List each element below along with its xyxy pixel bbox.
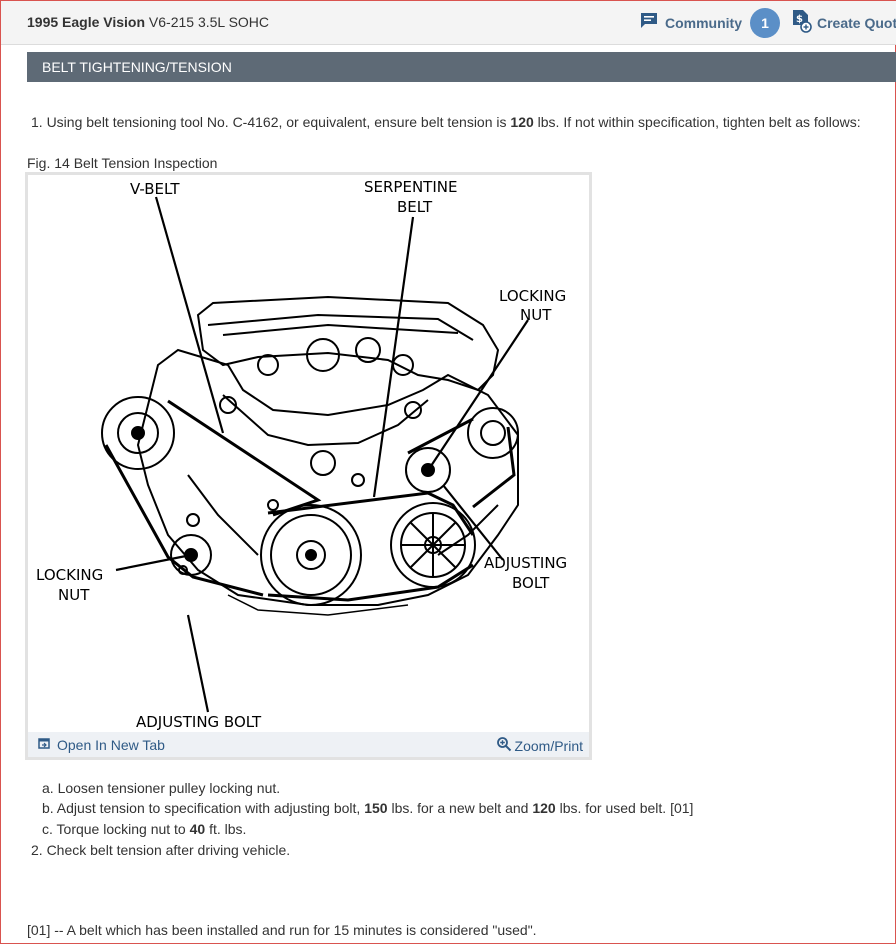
figure-caption: Fig. 14 Belt Tension Inspection [27,155,218,171]
figure-container: V-BELT SERPENTINE BELT LOCKING NUT ADJUS… [25,172,592,760]
substep-c: c. Torque locking nut to 40 ft. lbs. [42,821,247,837]
label-serpentine-1: SERPENTINE [364,178,457,196]
open-new-tab-link[interactable]: Open In New Tab [38,737,165,753]
new-tab-icon [38,737,57,753]
svg-text:$: $ [796,14,803,25]
label-adjusting-bolt-right-1: ADJUSTING [484,554,567,572]
vehicle-title: 1995 Eagle Vision V6-215 3.5L SOHC [27,14,270,30]
label-locking-nut-right-2: NUT [520,306,552,324]
create-quote-label: Create Quote [817,15,896,31]
substep-b: b. Adjust tension to specification with … [42,800,694,816]
label-locking-nut-left-1: LOCKING [36,566,103,584]
top-bar: 1995 Eagle Vision V6-215 3.5L SOHC Commu… [1,1,896,45]
label-locking-nut-right-1: LOCKING [499,287,566,305]
figure-toolbar: Open In New Tab Zoom/Print [28,732,589,757]
zoom-print-link[interactable]: Zoom/Print [496,736,583,755]
belt-diagram-image[interactable]: V-BELT SERPENTINE BELT LOCKING NUT ADJUS… [28,175,589,732]
dollar-document-icon: $ [791,9,813,38]
open-new-tab-label: Open In New Tab [57,737,165,753]
community-count-badge: 1 [750,8,780,38]
label-v-belt: V-BELT [130,180,180,198]
step-2-text: 2. Check belt tension after driving vehi… [31,842,291,858]
section-header: BELT TIGHTENING/TENSION [27,52,896,82]
community-button[interactable]: Community 1 [639,8,780,38]
label-adjusting-bolt-right-2: BOLT [512,574,550,592]
zoom-print-label: Zoom/Print [514,737,583,754]
create-quote-button[interactable]: $ Create Quote [791,9,896,37]
footnote: [01] -- A belt which has been installed … [27,922,537,938]
step-1-text: 1. Using belt tensioning tool No. C-4162… [31,114,861,130]
substep-a: a. Loosen tensioner pulley locking nut. [42,780,281,796]
chat-bubble-icon [639,12,659,35]
label-locking-nut-left-2: NUT [58,586,90,604]
label-serpentine-2: BELT [397,198,433,216]
zoom-in-icon [496,736,515,755]
community-label: Community [665,15,742,31]
label-adjusting-bolt-bottom: ADJUSTING BOLT [136,713,262,731]
